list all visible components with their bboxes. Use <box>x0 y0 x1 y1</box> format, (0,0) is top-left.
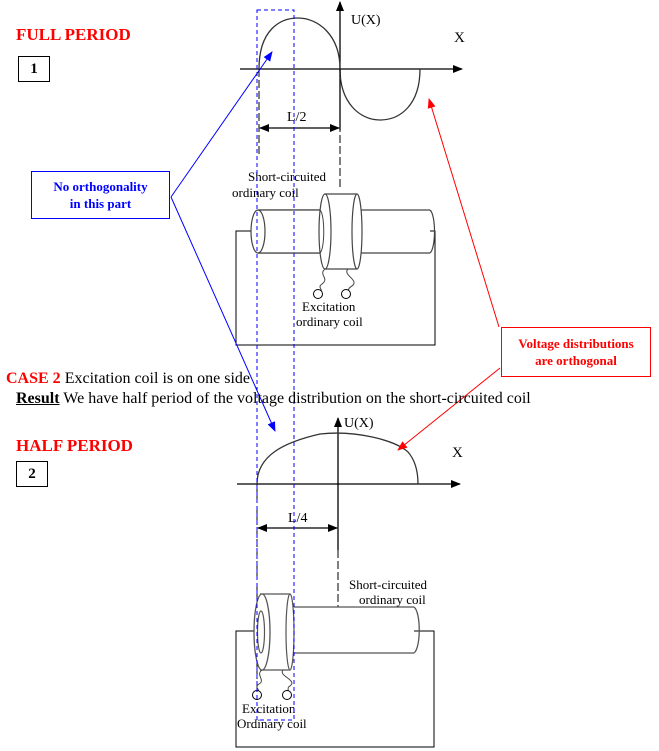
result-line: Result We have half period of the voltag… <box>16 390 531 408</box>
full-period-title: FULL PERIOD <box>16 25 131 44</box>
coil-assembly-2 <box>235 593 435 748</box>
coil-assembly-1 <box>235 193 436 346</box>
excitation-coil-label-1a: Excitation <box>302 299 356 314</box>
non-orthogonal-region <box>256 9 295 721</box>
x-axis-label-2: X <box>452 445 463 461</box>
x-axis-label: X <box>454 30 465 46</box>
full-sine-curve <box>258 17 421 121</box>
half-sine-curve <box>256 432 419 485</box>
red-arrow-to-half <box>397 367 501 451</box>
result-description: We have half period of the voltage distr… <box>63 390 531 407</box>
excitation-coil-inner-2 <box>256 610 266 654</box>
short-circuited-coil-label-1a: Short-circuited <box>248 169 326 184</box>
no-orthogonality-line2: in this part <box>69 196 132 211</box>
dimension-label: L/2 <box>287 110 306 125</box>
y-axis-label-2: U(X) <box>344 416 374 431</box>
excitation-lead-left-2 <box>256 669 263 693</box>
terminal-right-2 <box>282 690 292 700</box>
no-orthogonality-callout: No orthogonality in this part <box>31 171 170 219</box>
excitation-coil-label-2a: Excitation <box>242 701 296 716</box>
orthogonal-callout: Voltage distributions are orthogonal <box>501 327 651 377</box>
short-circuited-coil-body-2 <box>294 607 414 653</box>
half-period-title: HALF PERIOD <box>16 436 133 455</box>
blue-arrow-to-half <box>170 196 276 432</box>
section-number-1: 1 <box>18 56 50 82</box>
case-label: CASE 2 <box>6 370 61 387</box>
orthogonal-line1: Voltage distributions <box>518 336 634 351</box>
short-circuited-coil-label-2b: ordinary coil <box>359 592 426 607</box>
short-circuited-coil-label-1b: ordinary coil <box>232 185 299 200</box>
excitation-coil-face <box>318 193 332 270</box>
short-circuited-coil-end <box>250 209 266 254</box>
excitation-coil-label-1b: ordinary coil <box>296 314 363 329</box>
no-orthogonality-line1: No orthogonality <box>53 179 148 194</box>
short-circuited-coil-label-2a: Short-circuited <box>349 577 427 592</box>
full-period-graph <box>240 1 463 190</box>
case-description: Excitation coil is on one side <box>64 370 250 387</box>
excitation-coil-label-2b: Ordinary coil <box>237 716 307 731</box>
y-axis-label: U(X) <box>351 13 381 28</box>
terminal-right <box>341 289 351 299</box>
result-label: Result <box>16 390 60 407</box>
red-arrow-to-full <box>427 98 500 328</box>
case-2-line: CASE 2 Excitation coil is on one side <box>6 370 250 388</box>
section-number-2: 2 <box>16 461 48 487</box>
blue-arrow-to-full <box>170 51 273 198</box>
orthogonal-line2: are orthogonal <box>535 353 617 368</box>
terminal-left <box>313 289 323 299</box>
dimension-label-2: L/4 <box>288 511 307 526</box>
excitation-lead-right-2 <box>281 669 293 693</box>
